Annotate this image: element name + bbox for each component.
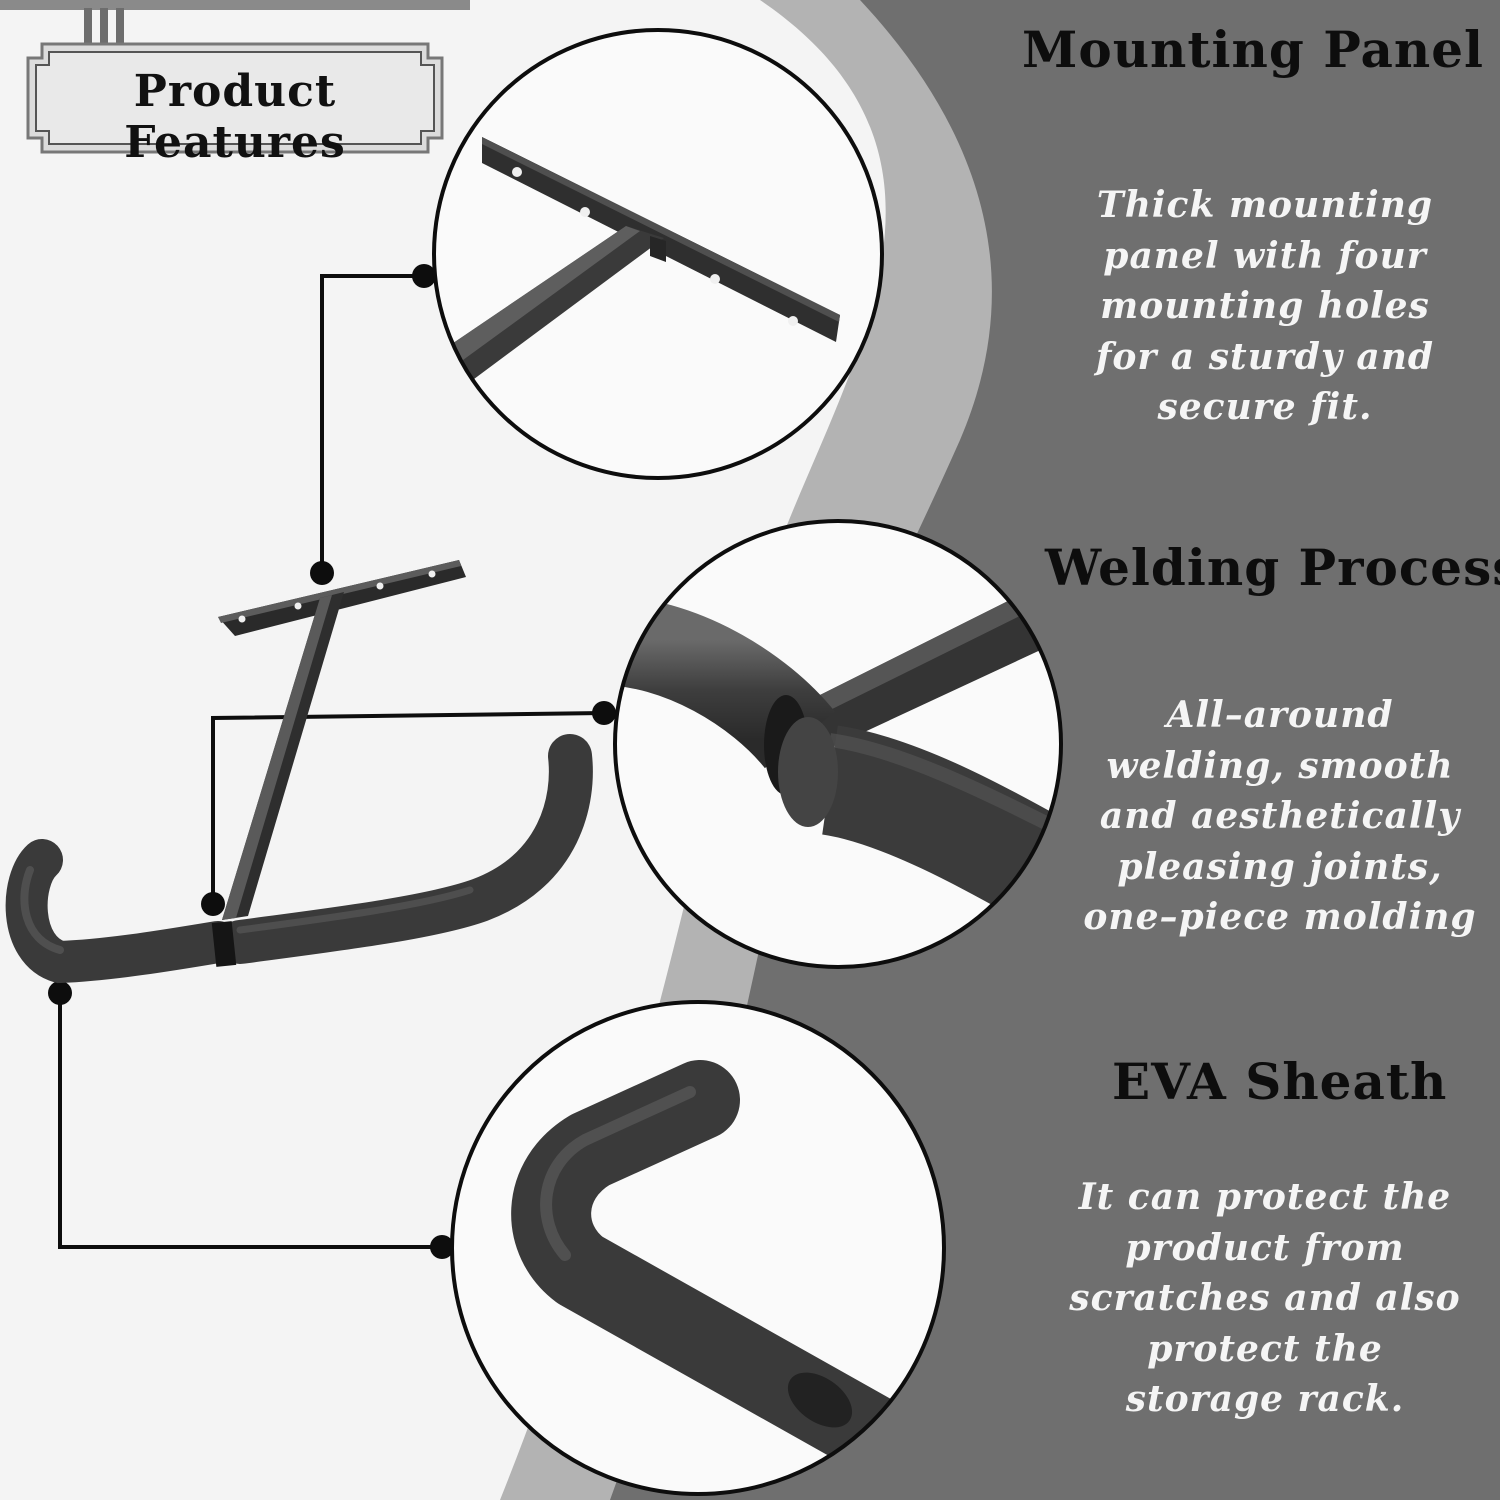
top-rail: [0, 0, 470, 48]
callout-dots: [48, 264, 616, 1259]
desc-line: product from: [1125, 1226, 1405, 1269]
desc-line: one–piece molding: [1083, 896, 1477, 938]
desc-welding-process: All–around welding, smooth and aesthetic…: [1075, 690, 1485, 943]
mounting-panel-detail: [432, 28, 884, 480]
desc-line: panel with four: [1103, 234, 1427, 277]
desc-line: It can protect the: [1078, 1176, 1452, 1218]
desc-line: secure fit.: [1157, 386, 1373, 428]
desc-line: for a sturdy and: [1095, 335, 1435, 378]
desc-eva-sheath: It can protect the product from scratche…: [1055, 1172, 1475, 1425]
heading-mounting-panel: Mounting Panel: [1022, 20, 1485, 79]
desc-line: and aesthetically: [1099, 795, 1461, 837]
heading-eva-sheath: EVA Sheath: [1112, 1052, 1448, 1111]
desc-mounting-panel: Thick mounting panel with four mounting …: [1060, 180, 1470, 433]
eva-sheath-detail: [450, 1000, 946, 1496]
desc-line: storage rack.: [1125, 1378, 1405, 1420]
desc-line: pleasing joints,: [1117, 845, 1443, 888]
desc-line: welding, smooth: [1106, 744, 1454, 787]
heading-welding-process: Welding Process: [1045, 538, 1500, 597]
desc-line: protect the: [1147, 1327, 1383, 1370]
badge-frame: [26, 42, 444, 154]
kayak-rack-illustration: [5, 560, 593, 984]
desc-line: Thick mounting: [1096, 184, 1434, 226]
product-features-badge: Product Features: [124, 66, 346, 168]
desc-line: scratches and also: [1069, 1277, 1461, 1319]
callout-connectors: [58, 274, 605, 1249]
desc-line: mounting holes: [1100, 285, 1430, 327]
desc-line: All–around: [1166, 694, 1394, 736]
